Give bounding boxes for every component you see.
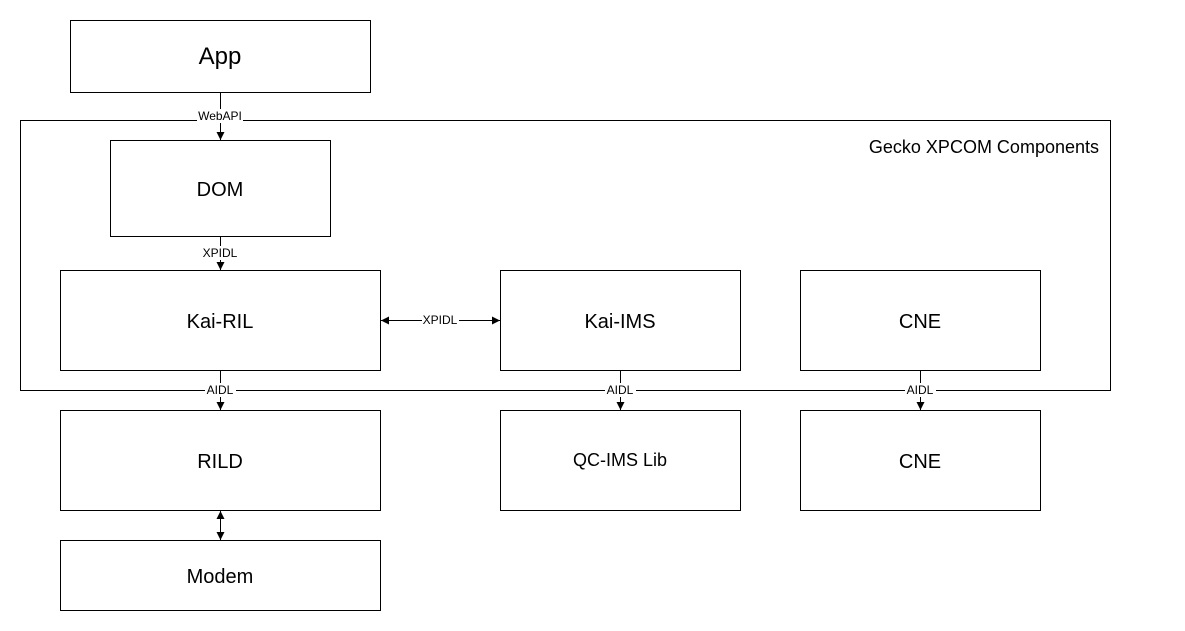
edge-cne-cne-label: AIDL	[907, 383, 934, 397]
node-kai-ims: Kai-IMS	[500, 270, 741, 371]
edge-dom-to-kai-ril: XPIDL	[202, 237, 240, 270]
edge-ril-ims-label: XPIDL	[423, 313, 458, 327]
node-kai-ril: Kai-RIL	[60, 270, 381, 371]
node-rild-label: RILD	[197, 451, 243, 473]
edge-kai-ril-kai-ims: XPIDL	[381, 313, 500, 327]
edge-kai-ims-to-qc-ims: AIDL	[605, 371, 636, 410]
container-title: Gecko XPCOM Components	[869, 137, 1099, 157]
node-qc-ims-lib-label: QC-IMS Lib	[573, 450, 667, 470]
node-modem-label: Modem	[187, 566, 254, 588]
node-app: App	[70, 20, 371, 93]
edge-ims-qc-label: AIDL	[607, 383, 634, 397]
node-cne-bottom: CNE	[800, 410, 1041, 511]
node-dom: DOM	[110, 140, 331, 237]
node-kai-ims-label: Kai-IMS	[584, 311, 655, 333]
edge-ril-rild-label: AIDL	[207, 383, 234, 397]
edge-app-to-dom: WebAPI	[197, 93, 243, 140]
node-kai-ril-label: Kai-RIL	[187, 311, 254, 333]
node-cne-top-label: CNE	[899, 311, 941, 333]
edge-app-dom-label: WebAPI	[198, 109, 242, 123]
node-qc-ims-lib: QC-IMS Lib	[500, 410, 741, 511]
node-app-label: App	[199, 43, 242, 70]
node-cne-top: CNE	[800, 270, 1041, 371]
node-dom-label: DOM	[197, 179, 244, 201]
edge-cne-to-cne: AIDL	[905, 371, 936, 410]
node-modem: Modem	[60, 540, 381, 611]
edge-kai-ril-to-rild: AIDL	[205, 371, 236, 410]
node-cne-bottom-label: CNE	[899, 451, 941, 473]
edge-dom-ril-label: XPIDL	[203, 246, 238, 260]
gecko-xpcom-container: Gecko XPCOM Components	[20, 120, 1111, 391]
node-rild: RILD	[60, 410, 381, 511]
